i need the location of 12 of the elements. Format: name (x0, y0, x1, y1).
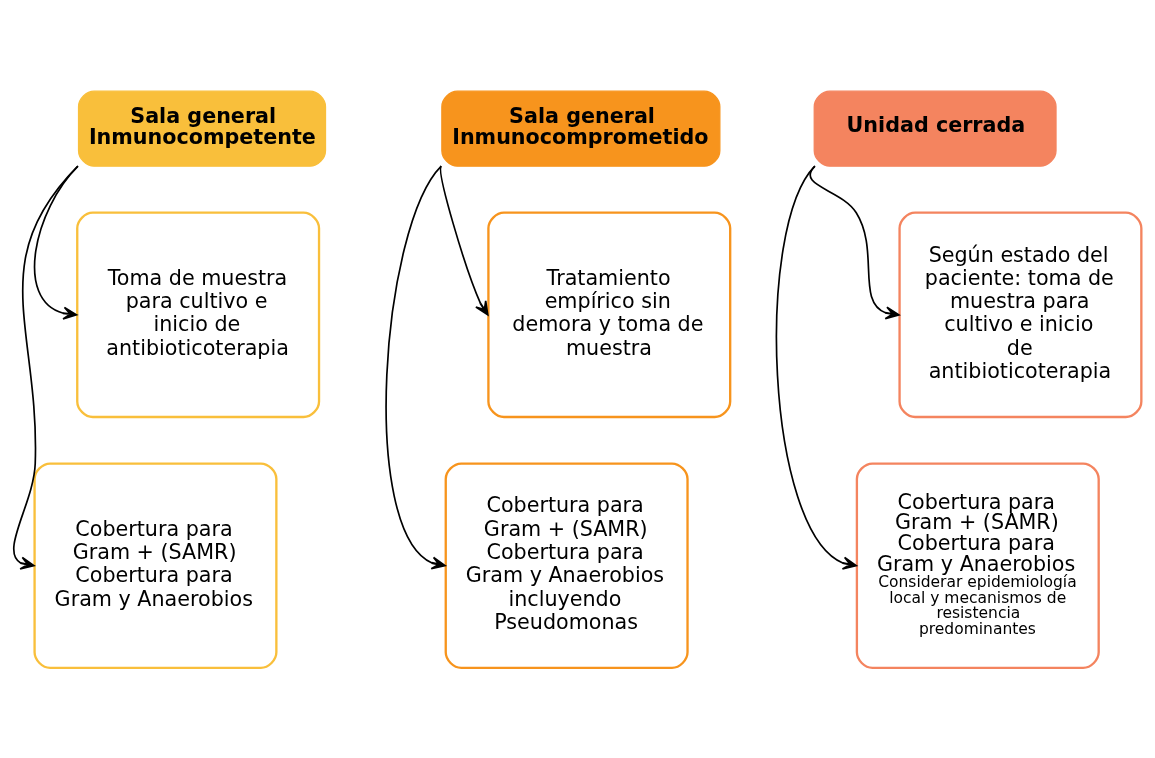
arrow (385, 164, 446, 570)
arrow (775, 164, 858, 570)
node-box: Tratamiento empírico sin demora y toma de muestra (487, 211, 732, 418)
arrow (12, 164, 79, 570)
node-box: Sala general Inmunocompetente (77, 90, 327, 167)
node-box: Toma de muestra para cultivo e inicio de antibioticoterapia (76, 211, 321, 418)
node-box: Cobertura para Gram + (SAMR) Cobertura para Gram y Anaerobios (33, 461, 278, 669)
node-box: Cobertura para Gram + (SAMR) Cobertura para Gram y Anaerobios Considerar epidemiología local y mecanismos de resistencia predominantes (855, 461, 1100, 669)
node-box: Sala general Inmunocomprometido (441, 90, 721, 167)
node-box: Unidad cerrada (813, 90, 1057, 167)
node-box: Cobertura para Gram + (SAMR) Cobertura para Gram y Anaerobios incluyendo Pseudomonas (444, 461, 689, 669)
node-box: Según estado del paciente: toma de muestra para cultivo e inicio de antibioticoterapia (898, 211, 1143, 418)
